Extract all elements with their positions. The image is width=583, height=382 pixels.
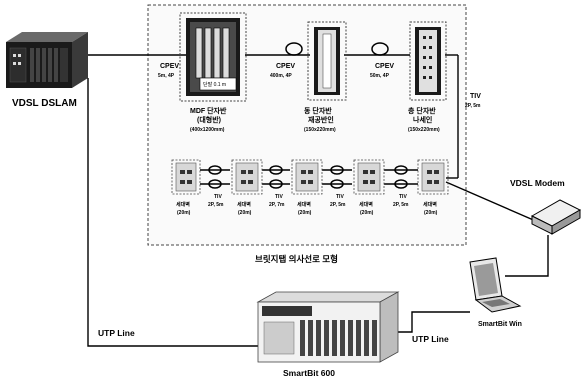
outlet-sublabel-3: (20m) [298,210,312,216]
outlet-sublabel-1: (20m) [177,210,191,216]
smartbit-win-label: SmartBit Win [478,321,522,328]
cable-spec-cpev-1: 5m, 4P [158,73,175,79]
vdsl-modem [532,200,580,234]
utp-label-left: UTP Line [98,328,135,338]
cable-label-cpev-1: CPEV [160,63,179,70]
middle-panel-title: 동 단자반 [304,106,332,115]
smartbit-label: SmartBit 600 [283,368,335,378]
tiv-label-4: TIV [399,194,407,200]
mdf-subtitle: (대형반) [197,115,221,124]
outlet-4 [354,160,384,194]
utp-label-right: UTP Line [412,334,449,344]
right-panel-subtitle: 나세인 [413,115,432,124]
middle-panel-spec: (150x220mm) [304,127,336,133]
model-caption: 브릿지탭 의사선로 모형 [255,254,338,264]
tiv-label-3: TIV [336,194,344,200]
mdf-inner-label: 단말 0.1 m [203,81,226,88]
mdf-spec: (400x1200mm) [190,127,225,133]
outlet-sublabel-2: (20m) [238,210,252,216]
outlet-1 [172,160,200,194]
right-panel [410,22,446,100]
tiv-spec-3: 2P, 5m [330,202,346,208]
mdf-title: MDF 단자반 [190,106,227,115]
outlet-label-3: 세대벽 [297,201,311,208]
tiv-spec-2: 2P, 7m [269,202,285,208]
cable-label-cpev-2: CPEV [276,63,295,70]
middle-panel-subtitle: 재공반인 [308,115,334,124]
cable-spec-cpev-3: 50m, 4P [370,73,390,79]
outlet-label-4: 세대벽 [359,201,373,208]
outlet-label-1: 세대벽 [176,201,190,208]
dslam-label: VDSL DSLAM [12,98,77,109]
tiv-spec-4: 2P, 5m [393,202,409,208]
tiv-spec-1: 2P, 5m [208,202,224,208]
tiv-label-1: TIV [214,194,222,200]
modem-label: VDSL Modem [510,178,565,188]
cable-label-cpev-3: CPEV [375,63,394,70]
outlet-sublabel-5: (20m) [424,210,438,216]
outlet-2 [232,160,262,194]
right-panel-spec: (150x220mm) [408,127,440,133]
cable-spec-cpev-2: 400m, 4P [270,73,292,79]
cable-spec-tiv-right: 2P, 5m [465,103,481,109]
outlet-label-2: 세대벽 [237,201,251,208]
outlet-label-5: 세대벽 [423,201,437,208]
laptop-icon [470,258,520,312]
vdsl-dslam [6,32,88,88]
mdf-panel: 단말 0.1 m [180,13,246,101]
outlet-3 [292,160,322,194]
tiv-label-2: TIV [275,194,283,200]
smartbit-600 [258,292,398,362]
outlet-5 [418,160,448,194]
right-panel-title: 층 단자반 [408,106,436,115]
cable-label-tiv-right: TIV [470,93,481,100]
outlet-sublabel-4: (20m) [360,210,374,216]
